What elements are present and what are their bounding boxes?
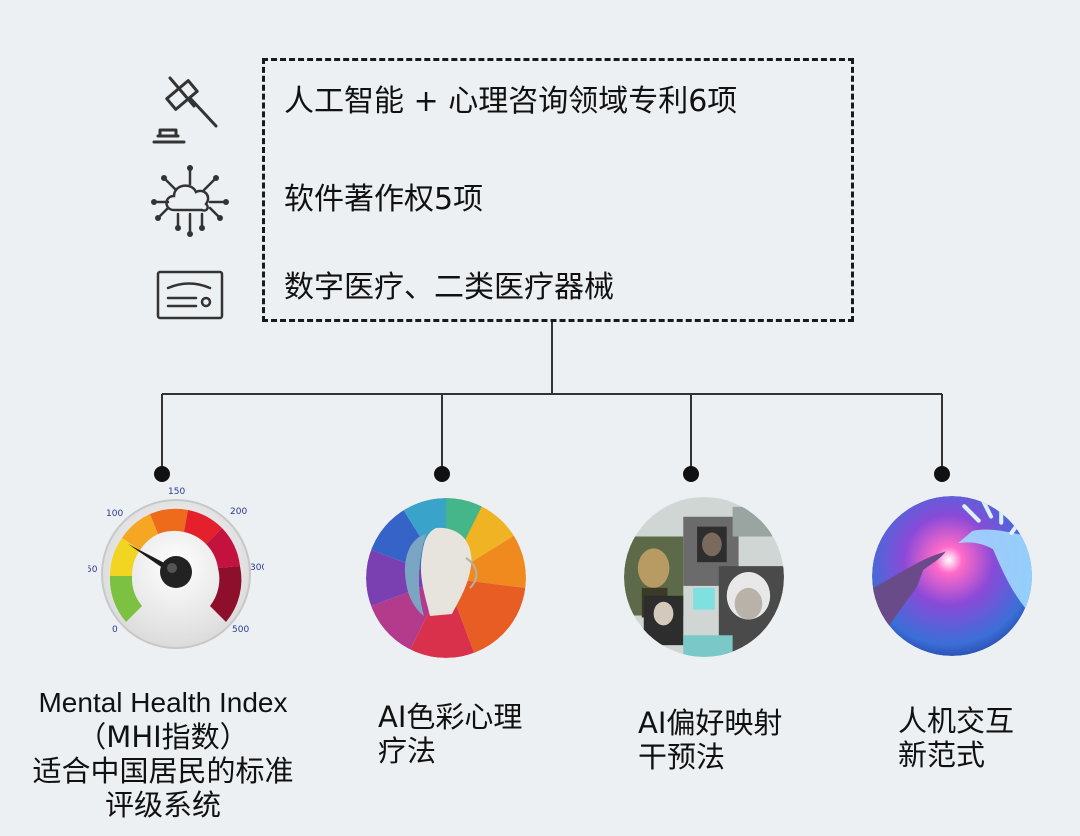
- gauge-tick: 100: [106, 509, 123, 519]
- feature-software-copyright: 软件著作权5项: [284, 182, 484, 217]
- branch-dot-4: [934, 466, 950, 482]
- gauge-tick: 200: [230, 507, 247, 517]
- caption-human-machine-interaction: 人机交互 新范式: [898, 704, 1014, 772]
- caption-line: 适合中国居民的标准: [32, 754, 294, 788]
- caption-line: AI色彩心理: [378, 700, 523, 734]
- caption-line: AI偏好映射: [638, 706, 783, 740]
- feature-patents: 人工智能 + 心理咨询领域专利6项: [284, 84, 738, 119]
- gauge-tick: 500: [232, 625, 249, 635]
- caption-line: （MHI指数）: [77, 720, 249, 754]
- branch-dot-1: [154, 466, 170, 482]
- caption-line: 人机交互: [898, 704, 1015, 738]
- ai-preference-mapping-image: [624, 497, 784, 657]
- branch-dot-2: [434, 466, 450, 482]
- caption-line: 评级系统: [104, 788, 221, 822]
- caption-ai-preference-mapping: AI偏好映射 干预法: [638, 706, 782, 774]
- gauge-tick: 0: [112, 625, 118, 635]
- certificate-icon: [156, 270, 224, 320]
- cloud-network-icon: [151, 165, 229, 237]
- caption-line: 疗法: [378, 734, 437, 768]
- caption-line: 干预法: [638, 740, 726, 774]
- mhi-gauge-icon: 0 50 100 150 200 300 500: [88, 487, 264, 649]
- gavel-icon: [152, 76, 218, 144]
- features-box: [262, 58, 854, 322]
- gauge-tick: 150: [168, 487, 185, 497]
- caption-line: Mental Health Index: [38, 687, 288, 718]
- branch-dot-3: [683, 466, 699, 482]
- caption-ai-color-therapy: AI色彩心理 疗法: [378, 700, 522, 768]
- caption-mhi: Mental Health Index （MHI指数） 适合中国居民的标准 评级…: [22, 686, 304, 822]
- connector-tree: [154, 322, 950, 482]
- feature-medical-device: 数字医疗、二类医疗器械: [284, 270, 614, 305]
- caption-line: 新范式: [898, 738, 986, 772]
- gauge-tick: 50: [88, 565, 98, 575]
- human-machine-interaction-image: [872, 496, 1032, 656]
- ai-color-therapy-image: [366, 498, 526, 658]
- gauge-tick: 300: [250, 563, 264, 573]
